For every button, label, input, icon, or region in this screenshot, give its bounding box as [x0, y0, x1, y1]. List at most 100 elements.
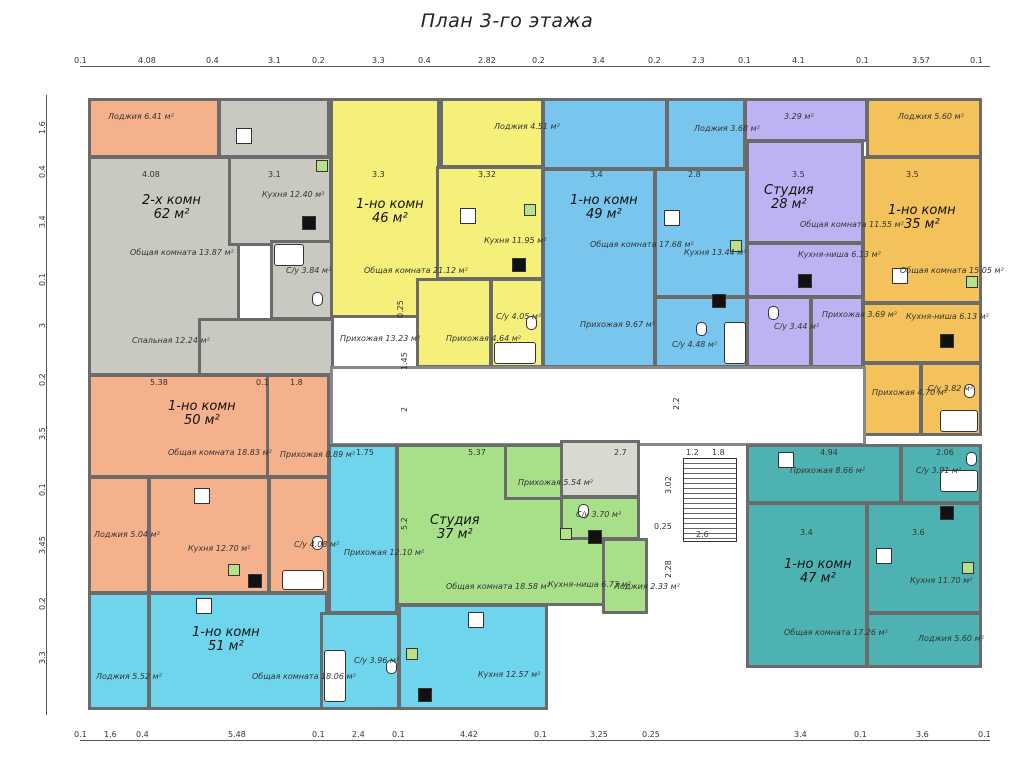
top-dim-14: 0.1: [856, 56, 869, 65]
loggia-2: [218, 98, 330, 158]
apt-35-hall: [862, 362, 922, 436]
bottom-dim-13: 3.6: [916, 730, 929, 739]
loggia-1: [88, 98, 220, 158]
stove-icon: [302, 216, 316, 230]
top-dim-1: 4.08: [138, 56, 156, 65]
room-label: Кухня-ниша 6.73 м²: [548, 580, 631, 589]
room-label: Лоджия 3.68 м²: [694, 124, 760, 133]
staircase: [683, 458, 737, 542]
top-dim-16: 0.1: [970, 56, 983, 65]
apt-37-loggia: [602, 538, 648, 614]
inner-dim: 0.25: [654, 522, 672, 531]
apt-46-hall: [416, 278, 492, 368]
room-label: С/у 3.44 м²: [774, 322, 820, 331]
table-icon: [194, 488, 210, 504]
stove-icon: [798, 274, 812, 288]
bathtub-icon: [940, 470, 978, 492]
top-dim-11: 2.3: [692, 56, 705, 65]
room-label: Общая комната 18.58 м²: [446, 582, 550, 591]
bathtub-icon: [324, 650, 346, 702]
room-label: Общая комната 17.68 м²: [590, 240, 694, 249]
stove-icon: [940, 506, 954, 520]
inner-dim: 1.2: [686, 448, 699, 457]
inner-dim: 1.75: [356, 448, 374, 457]
room-label: Кухня-ниша 6.13 м²: [798, 250, 881, 259]
sink-icon: [560, 528, 572, 540]
room-label: 3.29 м²: [784, 112, 814, 121]
room-label: Кухня 12.57 м²: [478, 670, 541, 679]
apt-37-hall: [504, 444, 564, 500]
table-icon: [892, 268, 908, 284]
bathtub-icon: [494, 342, 536, 364]
left-dim-5: 0.2: [38, 373, 47, 386]
bottom-dim-11: 3.4: [794, 730, 807, 739]
room-label: Лоджия 5.60 м²: [918, 634, 984, 643]
left-dim-2: 3.4: [38, 215, 47, 228]
top-dim-7: 2.82: [478, 56, 496, 65]
inner-dim: 3.1: [268, 170, 281, 179]
stove-icon: [588, 530, 602, 544]
room-label: Кухня-ниша 6.13 м²: [906, 312, 989, 321]
left-dim-9: 0.2: [38, 597, 47, 610]
sink-icon: [316, 160, 328, 172]
left-dim-7: 0.1: [38, 483, 47, 496]
toilet-icon: [696, 322, 707, 336]
apt-47-living: [746, 502, 868, 668]
room-label: Прихожая 8.66 м²: [790, 466, 865, 475]
inner-dim: 3.3: [372, 170, 385, 179]
inner-dim: 5.38: [150, 378, 168, 387]
inner-dim: 2.06: [936, 448, 954, 457]
room-label: Кухня 11.95 м²: [484, 236, 547, 245]
left-dim-4: 3: [38, 322, 47, 328]
room-label: Прихожая 4.64 м²: [446, 334, 521, 343]
room-label: С/у 3.82 м²: [928, 384, 974, 393]
room-label: С/у 4.48 м²: [672, 340, 718, 349]
top-dim-9: 3.4: [592, 56, 605, 65]
bottom-dim-14: 0.1: [978, 730, 991, 739]
bathtub-icon: [274, 244, 304, 266]
plan-title: План 3-го этажа: [420, 10, 594, 32]
inner-dim: 5.37: [468, 448, 486, 457]
top-dim-10: 0.2: [648, 56, 661, 65]
table-icon: [664, 210, 680, 226]
apt-51-hall: [328, 444, 398, 614]
toilet-icon: [526, 316, 537, 330]
toilet-icon: [578, 504, 589, 518]
inner-dim: 3.5: [906, 170, 919, 179]
left-dim-1: 0.4: [38, 165, 47, 178]
room-label: Прихожая 4.70 м²: [872, 388, 947, 397]
room-label: С/у 3.91 м²: [916, 466, 962, 475]
inner-dim: 1.8: [290, 378, 303, 387]
top-dim-12: 0.1: [738, 56, 751, 65]
inner-dim: 2: [400, 406, 409, 412]
apt-35-living: [862, 156, 982, 304]
apt-46-loggia: [440, 98, 544, 168]
top-dim-2: 0.4: [206, 56, 219, 65]
room-label: Прихожая 13.23 м²: [340, 334, 421, 343]
stove-icon: [248, 574, 262, 588]
bottom-dim-12: 0.1: [854, 730, 867, 739]
sink-icon: [730, 240, 742, 252]
toilet-icon: [312, 536, 323, 550]
inner-dim: 2.8: [688, 170, 701, 179]
room-label: Общая комната 21.12 м²: [364, 266, 468, 275]
bottom-dim-8: 0.1: [534, 730, 547, 739]
inner-dim: 2.7: [614, 448, 627, 457]
room-label: Кухня 11.70 м²: [910, 576, 973, 585]
inner-dim: 1.8: [712, 448, 725, 457]
sink-icon: [962, 562, 974, 574]
left-dim-3: 0.1: [38, 273, 47, 286]
room-label: Общая комната 11.55 м²: [800, 220, 904, 229]
room-label: Прихожая 3.69 м²: [822, 310, 897, 319]
stove-icon: [940, 334, 954, 348]
apt-49-kitchen: [654, 168, 748, 298]
shaft: [560, 440, 640, 498]
room-label: Лоджия 6.41 м²: [108, 112, 174, 121]
apt-35-kitchen-niche: [862, 302, 982, 364]
inner-dim: 5.2: [400, 517, 409, 530]
